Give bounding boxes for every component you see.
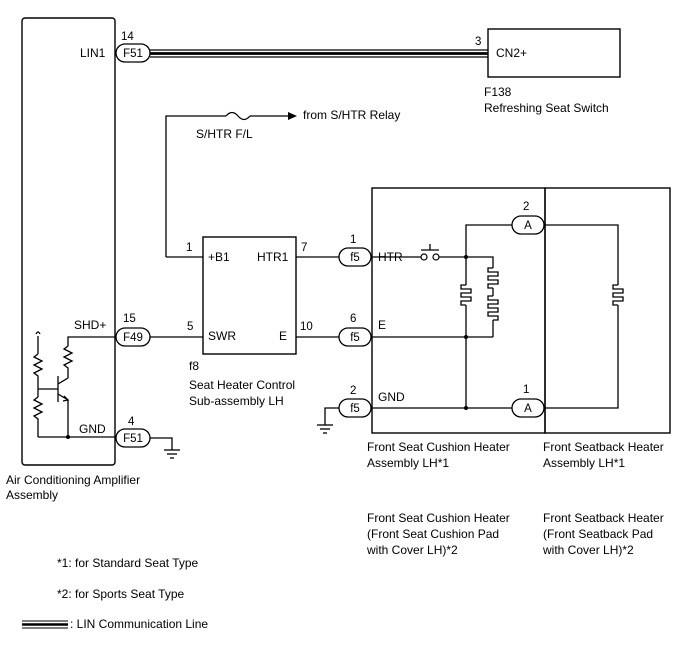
heater-control-term-swr: SWR <box>208 329 236 343</box>
heater-control-term-e: E <box>279 329 287 343</box>
seatback-heater-box <box>544 187 671 434</box>
connector-f5-gnd <box>338 398 372 418</box>
arrow-icon <box>288 112 297 120</box>
connector-a-bottom-pin: 1 <box>523 384 529 396</box>
fuse-label: S/HTR F/L <box>196 127 253 141</box>
seat-ground-wire <box>324 407 339 425</box>
amplifier-pin-gnd: GND <box>79 422 106 436</box>
cushion-alt-line2: (Front Seat Cushion Pad <box>367 527 499 541</box>
cushion-name-line2: Assembly LH*1 <box>367 456 449 470</box>
connector-f5-e-code: f5 <box>350 332 360 344</box>
connector-f49 <box>115 327 151 347</box>
amplifier-pin-lin1: LIN1 <box>80 46 106 60</box>
connector-f51-lin-pin: 14 <box>121 31 134 43</box>
seat-ground-icon <box>317 424 333 434</box>
amplifier-name-line2: Assembly <box>6 488 58 502</box>
note-standard-seat: *1: for Standard Seat Type <box>57 556 199 570</box>
lin-communication-line <box>150 49 488 58</box>
cushion-alt-line1: Front Seat Cushion Heater <box>367 511 510 525</box>
cushion-alt-line3: with Cover LH)*2 <box>366 543 458 557</box>
heater-control-pin-b1: 1 <box>186 242 192 254</box>
lin-legend-symbol <box>22 620 68 629</box>
amplifier-ground-wire <box>150 437 173 450</box>
lin-legend-label: : LIN Communication Line <box>70 617 208 631</box>
seatback-name-line2: Assembly LH*1 <box>543 456 625 470</box>
connector-f5-gnd-code: f5 <box>350 403 360 415</box>
refresh-switch-terminal: CN2+ <box>496 46 527 60</box>
amplifier-box <box>21 17 116 466</box>
cushion-term-e: E <box>378 318 386 332</box>
amplifier-name-line1: Air Conditioning Amplifier <box>6 473 140 487</box>
heater-control-term-b1: +B1 <box>208 250 230 264</box>
note-sports-seat: *2: for Sports Seat Type <box>57 587 185 601</box>
ground-icon <box>164 449 180 459</box>
amplifier-pin-shd: SHD+ <box>74 318 106 332</box>
connector-f5-gnd-pin: 2 <box>350 385 356 397</box>
fuse-circuit <box>165 111 297 257</box>
connector-f51-lin-code: F51 <box>123 48 143 60</box>
refresh-switch-code: F138 <box>484 85 512 99</box>
connector-f5-e <box>338 327 372 347</box>
connector-f5-htr <box>338 247 372 267</box>
heater-control-pin-e: 10 <box>300 321 313 333</box>
seatback-name-line1: Front Seatback Heater <box>543 440 664 454</box>
connector-f5-e-pin: 6 <box>350 313 356 325</box>
fuse-source-label: from S/HTR Relay <box>303 108 400 122</box>
connector-f49-pin: 15 <box>123 313 136 325</box>
heater-control-pin-swr: 5 <box>187 321 193 333</box>
connector-f51-gnd-pin: 4 <box>128 416 135 428</box>
refresh-switch-box <box>487 28 621 78</box>
amplifier-internal-circuit <box>32 331 115 439</box>
connector-a-top-pin: 2 <box>523 201 529 213</box>
connector-f51-gnd <box>115 428 151 448</box>
connector-a-top-code: A <box>524 220 532 232</box>
connector-f51-gnd-code: F51 <box>123 433 143 445</box>
connector-f5-htr-pin: 1 <box>350 234 356 246</box>
connector-f5-htr-code: f5 <box>350 252 360 264</box>
connector-f49-code: F49 <box>123 332 143 344</box>
cushion-internal-circuit <box>372 224 512 410</box>
heater-control-pin-htr1: 7 <box>301 242 307 254</box>
seatback-alt-line1: Front Seatback Heater <box>543 511 664 525</box>
refresh-switch-name: Refreshing Seat Switch <box>484 101 609 115</box>
connector-f51-lin <box>115 43 151 63</box>
seatback-alt-line2: (Front Seatback Pad <box>543 527 653 541</box>
heater-control-term-htr1: HTR1 <box>257 250 289 264</box>
heater-control-name-line1: Seat Heater Control <box>189 378 295 392</box>
heater-control-box <box>202 236 297 355</box>
cushion-term-gnd: GND <box>378 390 405 404</box>
connector-a-bottom-code: A <box>524 403 532 415</box>
cushion-name-line1: Front Seat Cushion Heater <box>367 440 510 454</box>
heater-control-code: f8 <box>189 359 199 373</box>
refresh-switch-pin: 3 <box>475 36 481 48</box>
heater-control-name-line2: Sub-assembly LH <box>189 394 284 408</box>
seatback-internal-circuit <box>544 224 624 409</box>
seatback-alt-line3: with Cover LH)*2 <box>542 543 634 557</box>
